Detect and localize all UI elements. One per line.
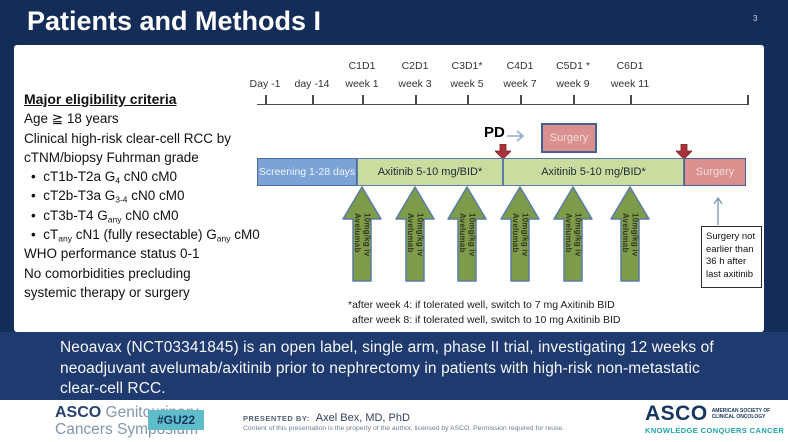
bar-segment-surgery: Surgery <box>684 158 746 186</box>
eligibility-line: Clinical high-risk clear-cell RCC by <box>24 130 232 146</box>
avelumab-arrow-label: Avelumab 10mg/kg iv <box>621 213 640 257</box>
timeline-cycle-label: C1D1 <box>348 60 376 72</box>
timeline-tick <box>630 95 632 105</box>
timeline-cycle-label: C2D1 <box>401 60 429 72</box>
asco-logo-name: ASCO <box>645 402 708 425</box>
timeline-week-label: week 5 <box>450 78 484 90</box>
footnotes: *after week 4: if tolerated well, switch… <box>348 298 620 327</box>
avelumab-arrow-label: Avelumab 10mg/kg iv <box>458 213 477 257</box>
timeline-tick <box>265 95 267 105</box>
eligibility-line: No comorbidities precluding <box>24 265 191 281</box>
red-down-arrow-icon <box>675 143 693 164</box>
note-up-arrow-icon <box>713 196 723 230</box>
presented-by: PRESENTED BY: Axel Bex, MD, PhD <box>243 408 410 426</box>
timeline-tick <box>520 95 522 105</box>
timeline-cycle-label: C3D1* <box>451 60 483 72</box>
eligibility-heading: Major eligibility criteria <box>24 91 177 107</box>
disclaimer-text: Content of this presentation is the prop… <box>243 425 565 432</box>
bar-segment-axitinib: Axitinib 5-10 mg/BID* <box>357 158 503 186</box>
eligibility-line: • cT1b-T2a G4 cN0 cM0 <box>31 169 177 186</box>
timeline-tick <box>415 95 417 105</box>
pd-label: PD <box>484 124 505 141</box>
timeline-tick <box>467 95 469 105</box>
asco-logo-society: AMERICAN SOCIETY OF CLINICAL ONCOLOGY <box>711 408 771 420</box>
eligibility-line: systemic therapy or surgery <box>24 284 190 300</box>
footnote-line: *after week 4: if tolerated well, switch… <box>348 299 615 311</box>
surgery-note-box: Surgery not earlier than 36 h after last… <box>701 226 762 288</box>
bar-segment-axitinib: Axitinib 5-10 mg/BID* <box>503 158 684 186</box>
timeline-week-label: week 7 <box>503 78 537 90</box>
eligibility-line: • cT3b-T4 Gany cN0 cM0 <box>31 207 179 225</box>
summary-band: Neoavax (NCT03341845) is an open label, … <box>0 332 788 400</box>
avelumab-arrow: Avelumab 10mg/kg iv <box>395 186 435 282</box>
timeline-tick <box>362 95 364 105</box>
slide-number: 3 <box>753 14 758 23</box>
summary-text: Neoavax (NCT03341845) is an open label, … <box>60 339 714 398</box>
eligibility-line: cTNM/biopsy Fuhrman grade <box>24 149 199 165</box>
bar-segment-screening: Screening 1-28 days <box>257 158 357 186</box>
eligibility-line: • cT2b-T3a G3-4 cN0 cM0 <box>31 188 185 205</box>
timeline-tick <box>747 95 749 105</box>
pd-surgery-box: Surgery <box>541 123 597 153</box>
timeline-cycle-label: C6D1 <box>616 60 644 72</box>
timeline-axis <box>257 104 747 106</box>
pd-right-arrow-icon <box>506 129 528 147</box>
avelumab-arrow: Avelumab 10mg/kg iv <box>447 186 487 282</box>
timeline-tick <box>573 95 575 105</box>
symposium-logo-asco: ASCO <box>55 404 102 421</box>
avelumab-arrow: Avelumab 10mg/kg iv <box>500 186 540 282</box>
timeline-week-label: week 1 <box>345 78 379 90</box>
content-panel <box>14 45 764 332</box>
asco-logo: ASCO AMERICAN SOCIETY OF CLINICAL ONCOLO… <box>645 402 785 435</box>
avelumab-arrow-label: Avelumab 10mg/kg iv <box>406 213 425 257</box>
presenter-name: Axel Bex, MD, PhD <box>315 412 410 424</box>
timeline-week-label: week 9 <box>556 78 590 90</box>
timeline-week-label: week 3 <box>398 78 432 90</box>
red-down-arrow-icon <box>494 143 512 164</box>
avelumab-arrow-label: Avelumab 10mg/kg iv <box>564 213 583 257</box>
avelumab-arrow: Avelumab 10mg/kg iv <box>342 186 382 282</box>
presented-by-label: PRESENTED BY: <box>243 414 310 423</box>
avelumab-arrow-label: Avelumab 10mg/kg iv <box>511 213 530 257</box>
avelumab-arrow: Avelumab 10mg/kg iv <box>610 186 650 282</box>
asco-tagline: KNOWLEDGE CONQUERS CANCER <box>645 426 785 435</box>
timeline-week-label: Day -1 <box>249 78 281 90</box>
avelumab-arrow-label: Avelumab 10mg/kg iv <box>353 213 372 257</box>
avelumab-arrow: Avelumab 10mg/kg iv <box>553 186 593 282</box>
eligibility-line: Age ≧ 18 years <box>24 111 119 127</box>
timeline-cycle-label: C5D1 * <box>556 60 590 72</box>
timeline-week-label: day -14 <box>294 78 330 90</box>
page-title: Patients and Methods I <box>27 6 322 36</box>
footnote-line: after week 8: if tolerated well, switch … <box>352 313 621 326</box>
eligibility-line: WHO performance status 0-1 <box>24 246 200 262</box>
timeline-tick <box>312 95 314 105</box>
timeline-week-label: week 11 <box>610 78 650 90</box>
footer: ASCO Genitourinary Cancers Symposium #GU… <box>0 400 788 442</box>
hashtag-badge: #GU22 <box>148 410 205 430</box>
timeline-cycle-label: C4D1 <box>506 60 534 72</box>
eligibility-line: • cTany cN1 (fully resectable) Gany cM0 <box>31 227 260 244</box>
